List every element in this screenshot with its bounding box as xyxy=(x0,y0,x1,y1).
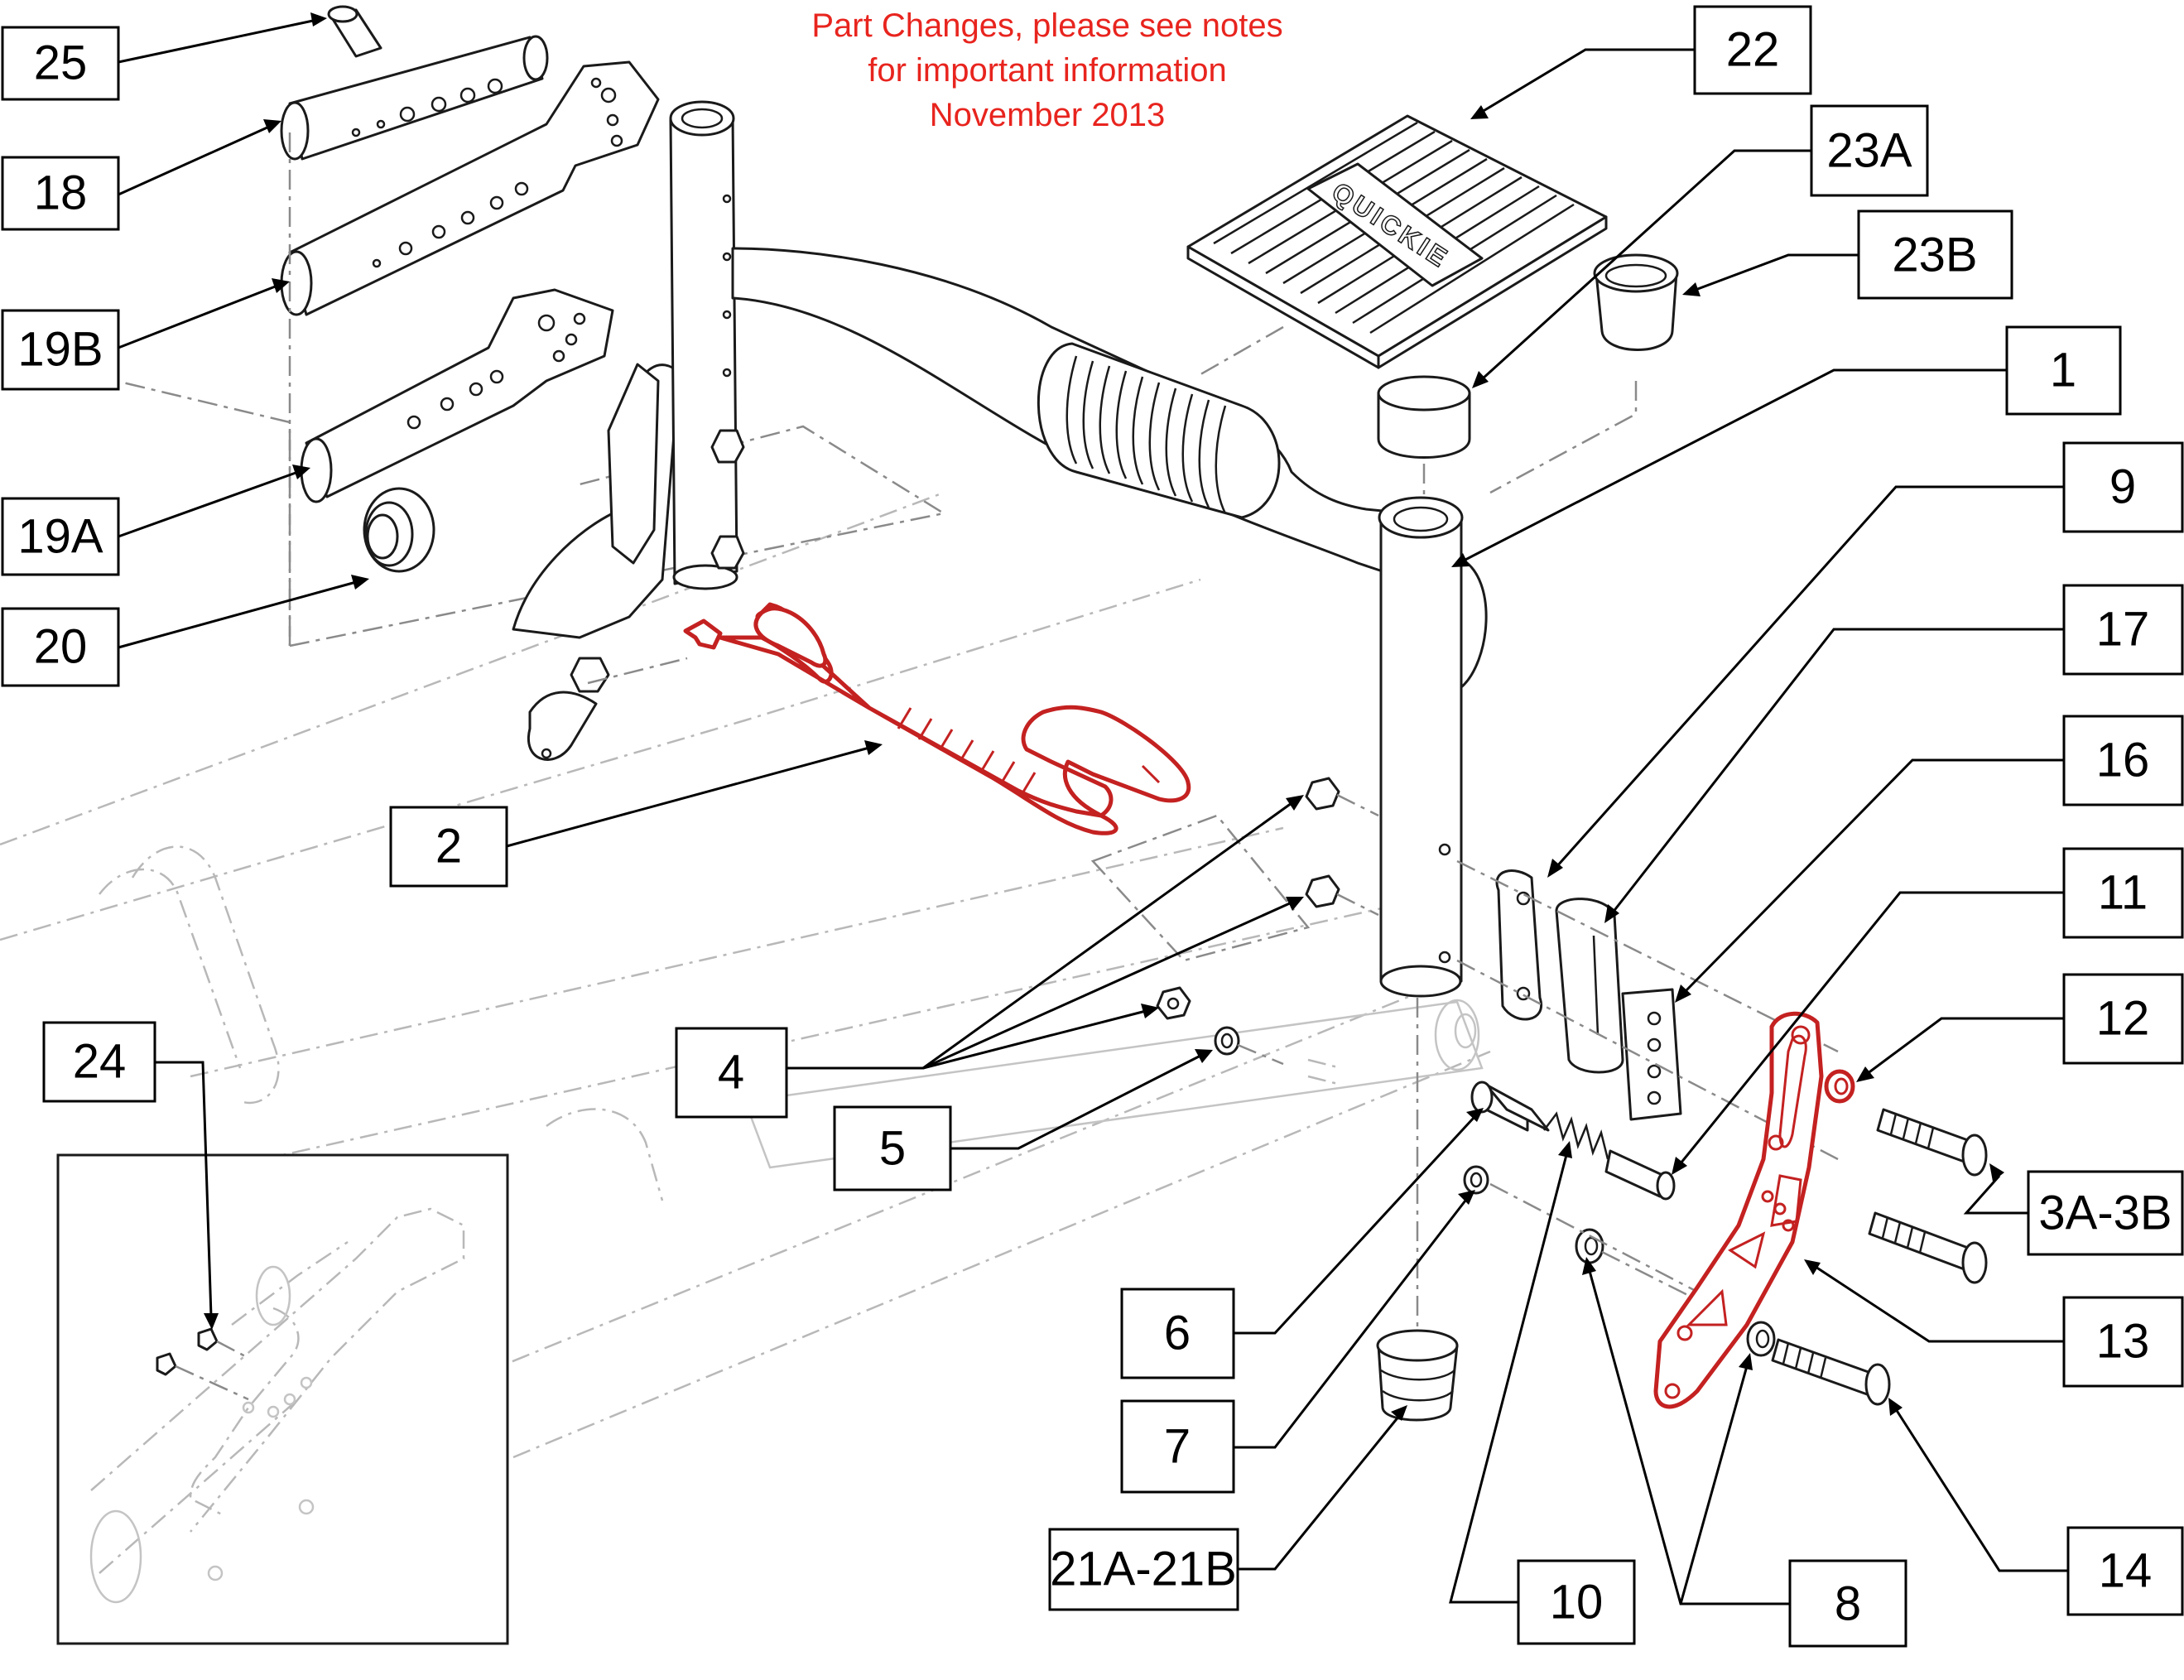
detail-inset-24 xyxy=(56,1153,509,1645)
notice-line-3: November 2013 xyxy=(930,97,1166,133)
callout-19a-label: 19A xyxy=(17,510,103,564)
part-11-pin xyxy=(1604,1149,1676,1201)
callout-12: 12 xyxy=(2062,973,2184,1065)
part-20-bushing xyxy=(363,487,435,573)
callout-5-label: 5 xyxy=(879,1122,906,1176)
callout-20-label: 20 xyxy=(34,620,88,674)
callout-18: 18 xyxy=(1,156,120,231)
part-change-notice: Part Changes, please see notes for impor… xyxy=(811,7,1282,133)
callout-7: 7 xyxy=(1120,1399,1235,1494)
callout-6-label: 6 xyxy=(1164,1307,1191,1360)
callout-4-label: 4 xyxy=(718,1046,744,1100)
callout-11-label: 11 xyxy=(2098,866,2148,920)
part-12-bushing xyxy=(1824,1069,1855,1104)
part-22-footplate: QUICKIE xyxy=(1186,114,1608,378)
part-16-plate xyxy=(1621,988,1682,1121)
part-23a-cap xyxy=(1377,375,1471,459)
callout-1: 1 xyxy=(2005,325,2122,416)
part-10-spring xyxy=(1543,1111,1609,1160)
part-14-screw xyxy=(1771,1338,1891,1406)
callout-25-label: 25 xyxy=(34,36,88,90)
callout-7-label: 7 xyxy=(1164,1420,1191,1474)
part-5-washer xyxy=(1214,1026,1240,1056)
callout-4: 4 xyxy=(675,1027,788,1119)
callout-3a-3b-label: 3A-3B xyxy=(2038,1187,2172,1240)
notice-line-2: for important information xyxy=(868,52,1227,89)
part-25-pin xyxy=(327,5,382,58)
callout-leader-lines xyxy=(118,12,2068,1605)
part-21a-21b-cap xyxy=(1376,1329,1459,1422)
callout-14: 14 xyxy=(2066,1526,2184,1616)
callout-5: 5 xyxy=(833,1105,952,1191)
part-3a-3b-screws xyxy=(1868,1108,1988,1284)
callout-8: 8 xyxy=(1788,1559,1907,1648)
callout-19b-label: 19B xyxy=(17,323,103,377)
callout-24-label: 24 xyxy=(73,1035,127,1089)
callout-25: 25 xyxy=(1,26,120,101)
callout-14-label: 14 xyxy=(2099,1544,2153,1598)
part-9-plate xyxy=(1495,869,1543,1021)
callout-6: 6 xyxy=(1120,1288,1235,1379)
callout-9-label: 9 xyxy=(2109,460,2136,514)
callout-16-label: 16 xyxy=(2096,734,2150,787)
callout-20: 20 xyxy=(1,607,120,687)
part-19b-extension-tube xyxy=(280,60,660,316)
part-17-plate xyxy=(1555,898,1624,1074)
callout-17-label: 17 xyxy=(2096,603,2150,657)
callout-23b-label: 23B xyxy=(1892,229,1977,282)
callout-3a-3b: 3A-3B xyxy=(2027,1170,2184,1256)
callout-21a-21b-label: 21A-21B xyxy=(1050,1543,1237,1596)
callout-11: 11 xyxy=(2062,847,2184,939)
callout-18-label: 18 xyxy=(34,166,88,220)
notice-line-1: Part Changes, please see notes xyxy=(811,7,1282,44)
callout-21a-21b: 21A-21B xyxy=(1048,1528,1239,1611)
callout-19b: 19B xyxy=(1,309,120,391)
part-6-bushing xyxy=(1470,1081,1550,1132)
callout-2: 2 xyxy=(389,806,508,888)
part-13-footplate-bracket xyxy=(1653,1011,1824,1409)
callout-23a: 23A xyxy=(1810,104,1929,197)
callout-16: 16 xyxy=(2062,715,2184,806)
callout-9: 9 xyxy=(2062,441,2184,533)
callout-22-label: 22 xyxy=(1726,23,1780,77)
callout-12-label: 12 xyxy=(2096,992,2150,1046)
callout-19a: 19A xyxy=(1,497,120,576)
part-8-washers xyxy=(1575,1228,1776,1357)
part-4-nuts xyxy=(1156,777,1340,1020)
callout-8-label: 8 xyxy=(1835,1577,1861,1631)
hanger-receiver-assembly xyxy=(512,100,745,761)
callout-22: 22 xyxy=(1693,5,1812,95)
callout-24: 24 xyxy=(42,1021,156,1103)
callout-1-label: 1 xyxy=(2050,344,2076,397)
part-18-tube xyxy=(280,35,549,161)
part-19a-extension-tube xyxy=(300,288,614,503)
callout-2-label: 2 xyxy=(435,820,462,874)
part-23b-cap xyxy=(1593,253,1679,351)
callout-17: 17 xyxy=(2062,584,2184,676)
callout-23b: 23B xyxy=(1857,209,2013,300)
callout-13: 13 xyxy=(2062,1296,2184,1388)
callout-13-label: 13 xyxy=(2096,1315,2150,1369)
part-2-calf-strap xyxy=(683,602,1191,835)
callout-10-label: 10 xyxy=(1550,1576,1604,1629)
part-1-footrest-hanger xyxy=(731,247,1488,998)
callout-10: 10 xyxy=(1517,1559,1636,1645)
part-7-washer xyxy=(1463,1165,1489,1195)
callout-23a-label: 23A xyxy=(1826,124,1912,178)
